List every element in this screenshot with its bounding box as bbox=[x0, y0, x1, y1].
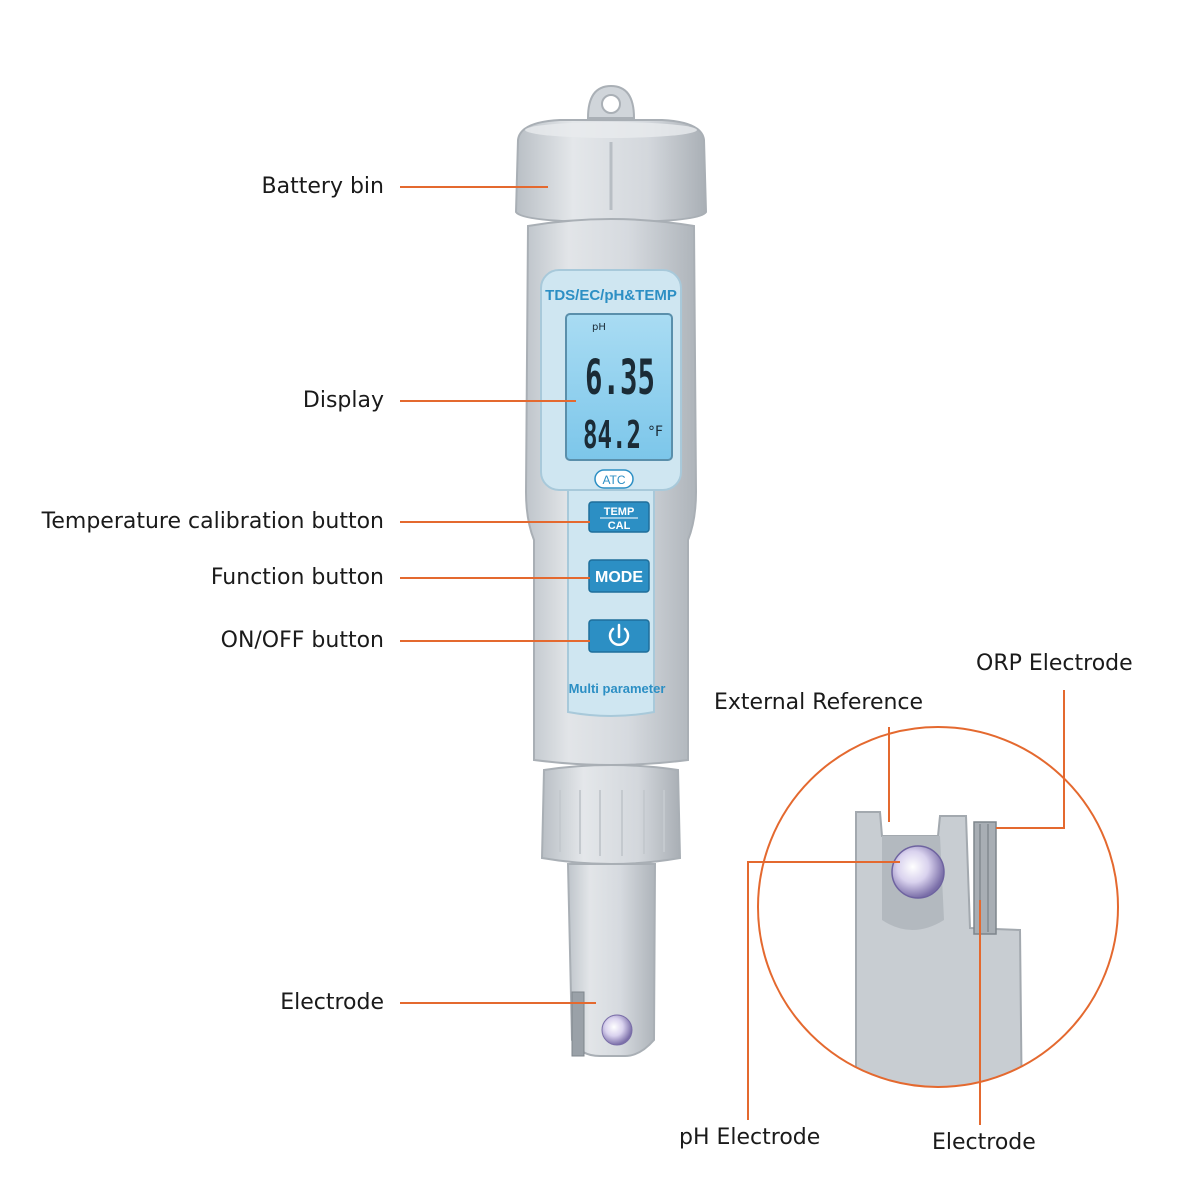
leader-battery-bin bbox=[400, 186, 548, 188]
leader-function-button bbox=[400, 577, 590, 579]
leader-on-off-button bbox=[400, 640, 590, 642]
label-orp-electrode: ORP Electrode bbox=[976, 651, 1133, 676]
lcd-screen bbox=[565, 313, 673, 461]
leader-temp-cal-button bbox=[400, 521, 590, 523]
orp-rods bbox=[973, 821, 997, 935]
lcd-unit-label: pH bbox=[592, 322, 606, 333]
model-label: TDS/EC/pH&TEMP bbox=[545, 287, 677, 304]
label-external-reference: External Reference bbox=[714, 690, 924, 715]
ph-bulb bbox=[891, 845, 945, 899]
mode-text: MODE bbox=[595, 569, 643, 586]
label-electrode-detail: Electrode bbox=[932, 1130, 1036, 1155]
power-button[interactable] bbox=[588, 619, 650, 653]
label-ph-electrode: pH Electrode bbox=[679, 1125, 821, 1150]
power-icon bbox=[608, 623, 630, 646]
label-function-button: Function button bbox=[210, 565, 384, 590]
atc-badge bbox=[594, 469, 634, 489]
footer-label: Multi parameter bbox=[569, 681, 666, 696]
label-temp-cal-button: Temperature calibration button bbox=[41, 509, 384, 534]
detail-leaders bbox=[747, 690, 1065, 1125]
lcd-secondary-reading: 84.2 bbox=[583, 413, 641, 457]
battery-cap bbox=[514, 119, 708, 224]
temp-cal-top-text: TEMP bbox=[604, 506, 635, 518]
leader-display bbox=[400, 400, 576, 402]
leader-electrode bbox=[400, 1002, 596, 1004]
mode-button[interactable]: MODE bbox=[588, 559, 650, 593]
atc-text: ATC bbox=[602, 473, 625, 487]
lcd-temp-unit: °F bbox=[648, 424, 663, 440]
label-display: Display bbox=[302, 388, 384, 413]
temp-cal-button[interactable]: TEMP CAL bbox=[588, 501, 650, 533]
label-on-off-button: ON/OFF button bbox=[220, 628, 384, 653]
electrode-collar bbox=[540, 764, 682, 865]
label-electrode: Electrode bbox=[280, 990, 384, 1015]
leader-ph-electrode bbox=[747, 861, 900, 1120]
label-battery-bin: Battery bin bbox=[261, 174, 384, 199]
meter-device: TDS/EC/pH&TEMP pH 6.35 84.2 °F ATC TEMP … bbox=[514, 84, 708, 1057]
leader-orp-electrode bbox=[996, 690, 1065, 829]
lcd-primary-reading: 6.35 bbox=[585, 350, 655, 406]
temp-cal-bottom-text: CAL bbox=[608, 520, 631, 532]
electrode-stem bbox=[566, 863, 657, 1057]
